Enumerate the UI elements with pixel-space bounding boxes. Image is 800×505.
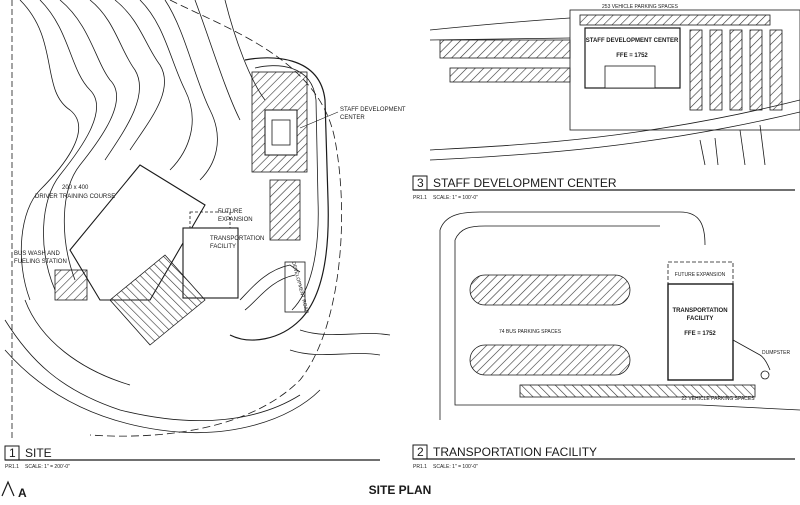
site-label-future-2: EXPANSION — [218, 217, 253, 223]
vehicle-parking-row — [519, 384, 756, 398]
site-label-course: 200 x 400 — [62, 185, 89, 191]
transport-sheet-ref: PR1.1 — [413, 464, 427, 470]
staff-ffe-label: FFE = 1752 — [616, 53, 648, 59]
transport-ffe-label: FFE = 1752 — [684, 331, 716, 337]
site-label-future: FUTURE — [218, 209, 242, 215]
site-future-expansion — [189, 211, 231, 229]
firm-logo-mark: A — [18, 486, 27, 500]
staff-building-label: STAFF DEVELOPMENT CENTER — [586, 38, 679, 44]
transport-view-title: TRANSPORTATION FACILITY — [433, 445, 597, 459]
site-label-transport-2: FACILITY — [210, 244, 236, 250]
staff-scale: SCALE: 1" = 100'-0" — [433, 195, 478, 201]
firm-logo: A — [1, 480, 27, 500]
staff-view-number: 3 — [417, 176, 424, 190]
bus-parking-row-2 — [469, 344, 631, 376]
site-bus-parking — [109, 254, 206, 346]
site-side-parking — [269, 179, 301, 241]
staff-title-block: 3 STAFF DEVELOPMENT CENTER PR1.1 SCALE: … — [412, 175, 795, 201]
site-label-staff-2: CENTER — [340, 115, 365, 121]
transport-scale: SCALE: 1" = 100'-0" — [433, 464, 478, 470]
site-bus-wash — [54, 269, 88, 301]
transport-title-block: 2 TRANSPORTATION FACILITY PR1.1 SCALE: 1… — [412, 444, 795, 470]
site-label-buswash: BUS WASH AND — [14, 251, 60, 257]
staff-center-view — [429, 9, 800, 166]
transport-building-label: TRANSPORTATION — [672, 308, 727, 314]
transport-view — [439, 211, 800, 420]
site-access-road — [229, 57, 329, 341]
staff-view-title: STAFF DEVELOPMENT CENTER — [433, 176, 617, 190]
transport-lot-outline — [454, 240, 700, 406]
transport-building — [667, 283, 734, 381]
sheet-title: SITE PLAN — [369, 483, 432, 497]
site-title-block: 1 SITE PR1.1 SCALE: 1" = 200'-0" — [4, 445, 380, 470]
site-driver-course — [69, 164, 206, 301]
site-boundary-dashed — [89, 0, 342, 437]
site-view-number: 1 — [9, 446, 16, 460]
transport-view-number: 2 — [417, 445, 424, 459]
future-expansion-area — [667, 261, 734, 285]
site-label-course-2: DRIVER TRAINING COURSE — [35, 194, 115, 200]
site-label-transport: TRANSPORTATION — [210, 236, 264, 242]
site-label-buswash-2: FUELING STATION — [14, 259, 67, 265]
site-view-title: SITE — [25, 446, 52, 460]
site-label-road: DEVELOPMENT ROAD — [290, 261, 310, 315]
bus-parking-row-1 — [469, 274, 631, 306]
site-label-staff: STAFF DEVELOPMENT — [340, 107, 406, 113]
staff-center-labels: 253 VEHICLE PARKING SPACES STAFF DEVELOP… — [586, 4, 679, 59]
bus-parking-label: 74 BUS PARKING SPACES — [499, 329, 562, 335]
dumpster-label: DUMPSTER — [762, 350, 790, 356]
transport-building-label-2: FACILITY — [687, 316, 714, 322]
site-scale: SCALE: 1" = 200'-0" — [25, 464, 70, 470]
site-plan-view — [4, 0, 391, 440]
sheet-footer: SITE PLAN A — [1, 480, 432, 500]
staff-sheet-ref: PR1.1 — [413, 195, 427, 201]
transport-future-label: FUTURE EXPANSION — [675, 272, 726, 278]
site-sheet-ref: PR1.1 — [5, 464, 19, 470]
transport-labels: FUTURE EXPANSION TRANSPORTATION FACILITY… — [499, 272, 790, 402]
staff-parking-label: 253 VEHICLE PARKING SPACES — [602, 4, 679, 10]
site-staff-building — [264, 109, 298, 156]
vehicle-parking-label: 22 VEHICLE PARKING SPACES — [681, 396, 755, 402]
